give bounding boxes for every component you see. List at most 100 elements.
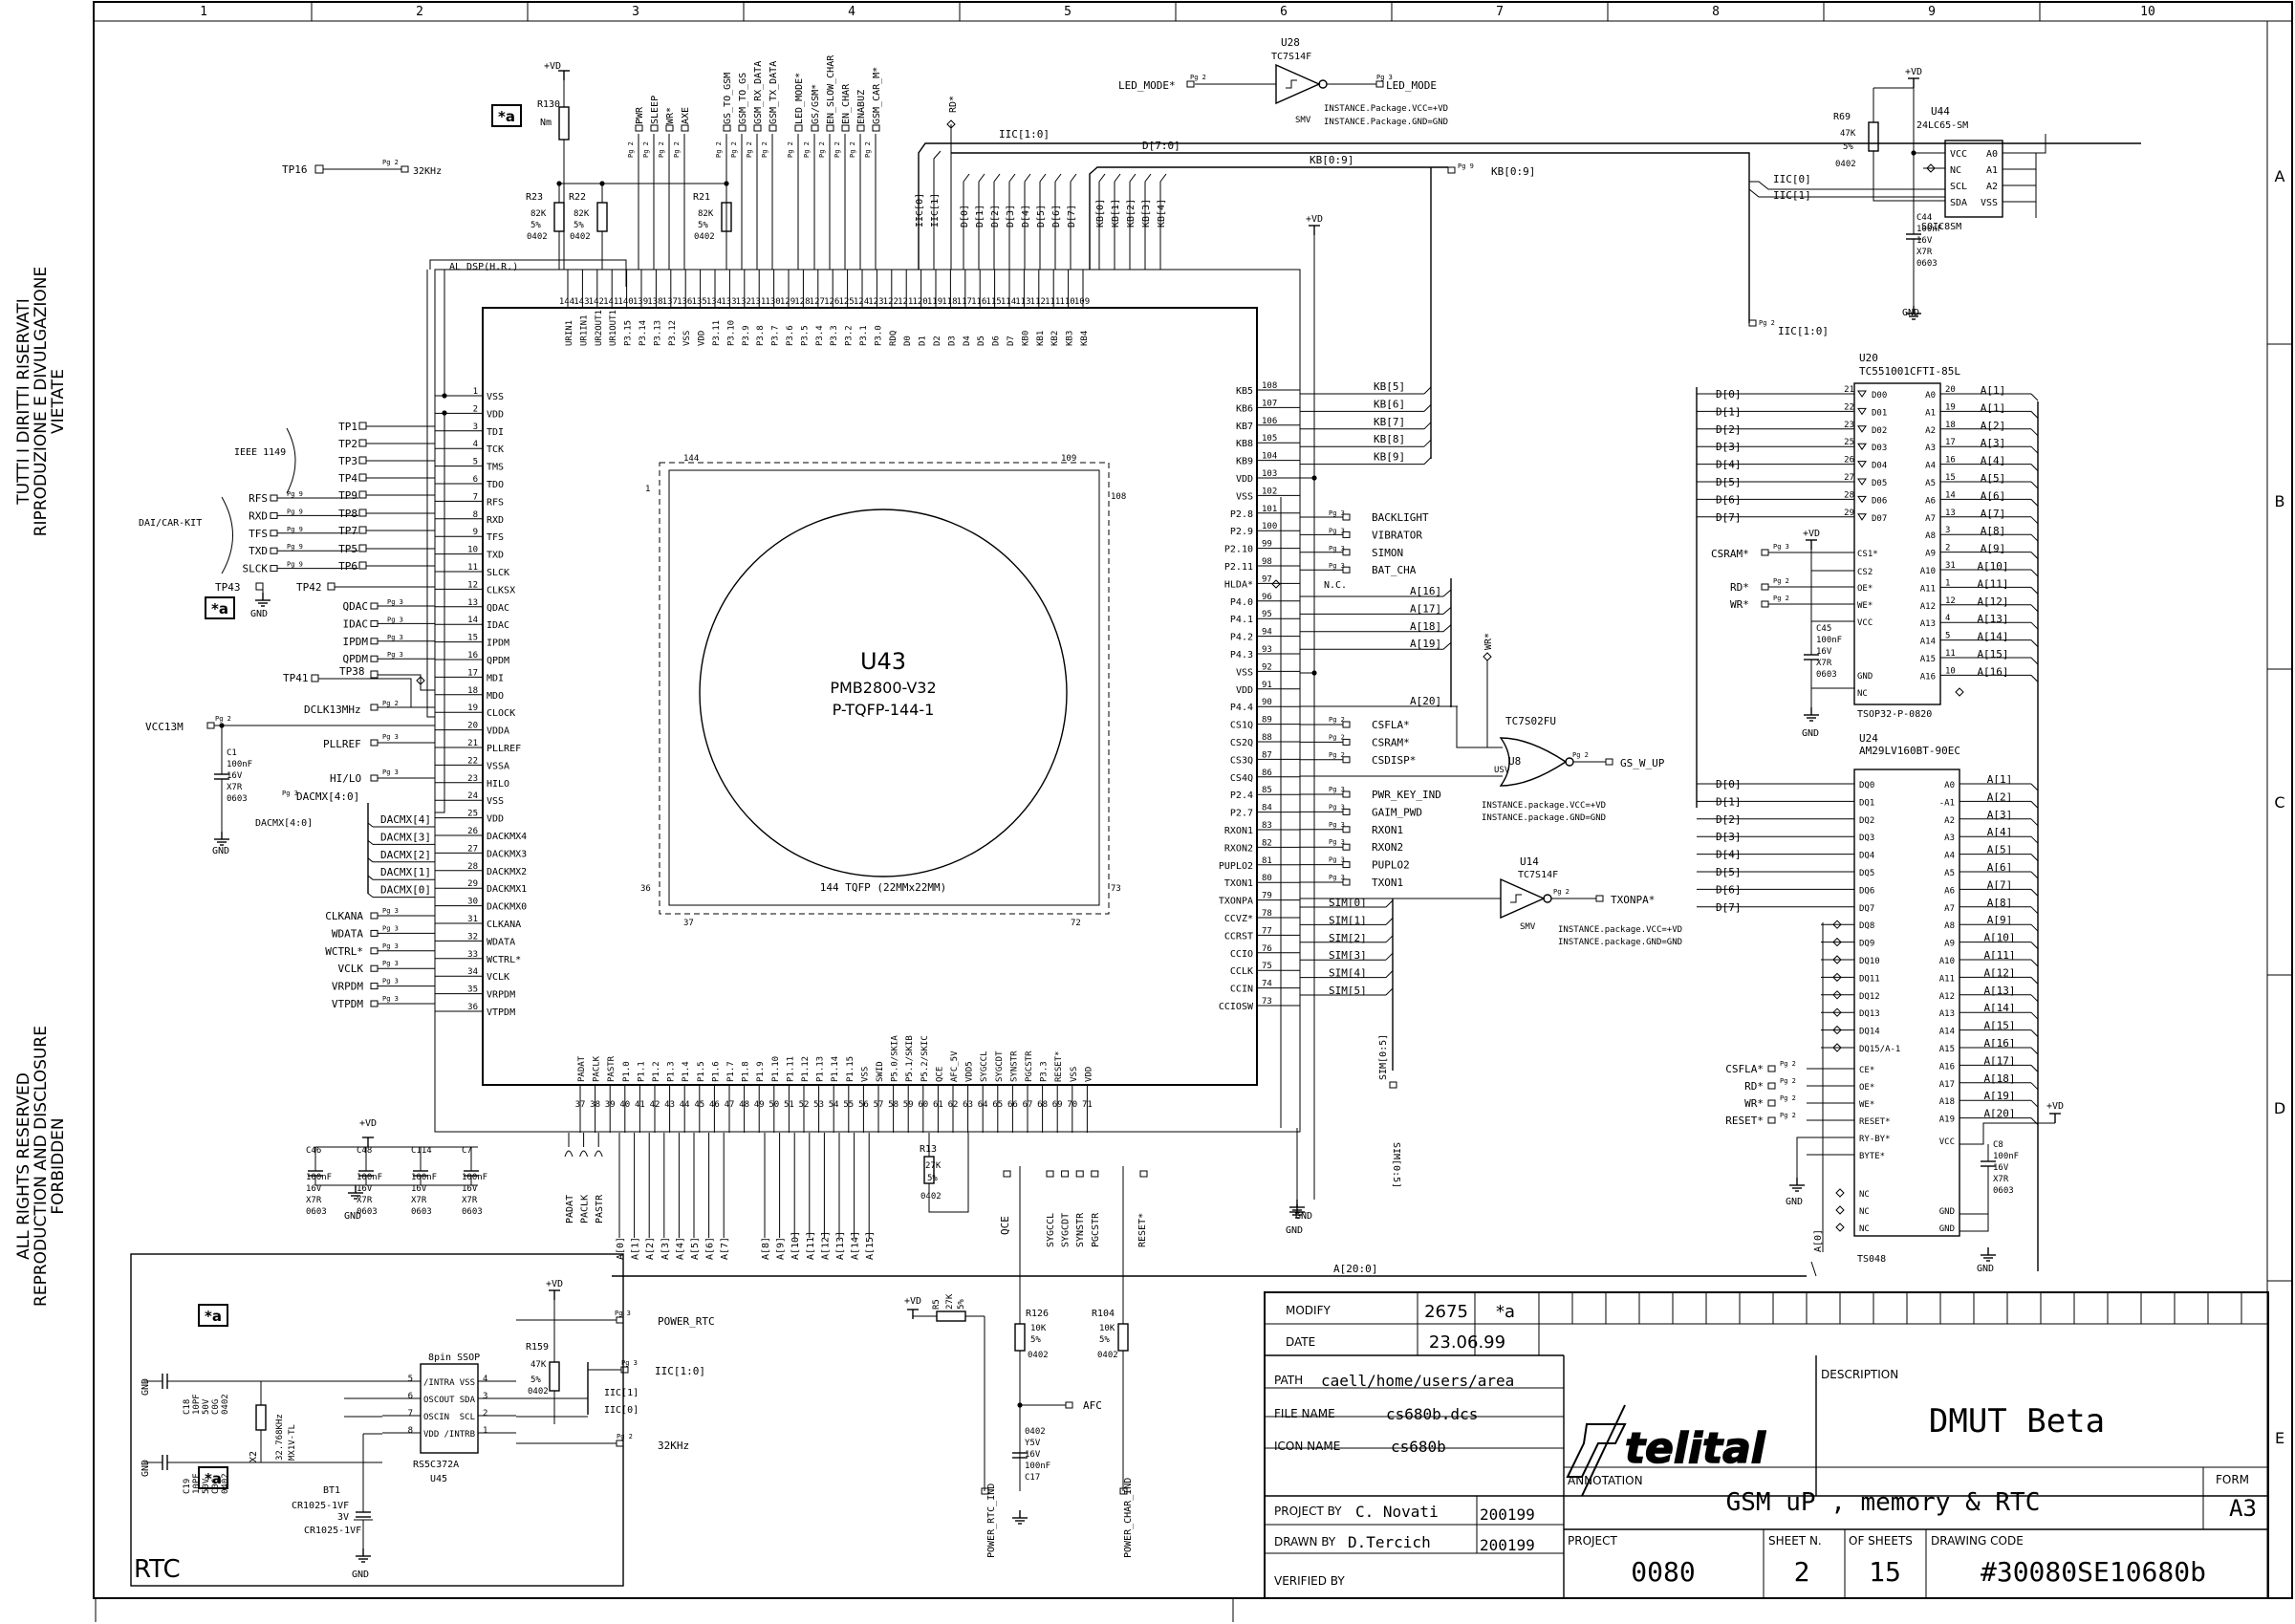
pin-name: D4 <box>963 336 972 346</box>
pin-number: 92 <box>1262 662 1272 672</box>
pin-number: 131 <box>750 297 766 307</box>
label: 100nF <box>1816 636 1842 645</box>
label: PADAT <box>565 1195 575 1223</box>
label: GND <box>141 1378 151 1396</box>
wire <box>1796 1137 1807 1178</box>
pin-name: IPDM <box>487 639 509 649</box>
pin-number: 61 <box>933 1100 943 1110</box>
pin-number: 77 <box>1262 926 1272 936</box>
label: DQ8 <box>1859 921 1874 931</box>
label: VTPDM <box>332 998 363 1010</box>
dai-signal: TFS <box>249 528 268 540</box>
wire <box>1442 607 1452 615</box>
testpoint-icon <box>327 582 336 591</box>
pin-number: 52 <box>799 1100 810 1110</box>
label: 0603 <box>1916 259 1938 269</box>
label: A13 <box>1920 619 1936 629</box>
label: 10PF <box>192 1473 202 1494</box>
pin-number: 73 <box>1262 997 1272 1007</box>
connector-icon <box>270 547 278 554</box>
wire <box>1039 173 1047 183</box>
label: +VD <box>1803 529 1820 539</box>
label: X7R <box>1816 659 1832 668</box>
label: +VD <box>904 1296 921 1307</box>
pin-number: 75 <box>1262 962 1272 971</box>
connector-icon <box>370 912 379 920</box>
wire <box>1423 457 1432 465</box>
label: 100nF <box>1916 225 1942 234</box>
row-marker: A <box>2275 167 2285 185</box>
pin-number: 29 <box>467 879 478 889</box>
resistor-icon <box>936 1310 966 1322</box>
label: A[6] <box>1987 861 2013 874</box>
label: 0402 <box>528 1387 549 1397</box>
page-ref: Pg 3 <box>1329 838 1345 846</box>
label: C. Novati <box>1355 1503 1439 1521</box>
pin-number: 45 <box>694 1100 704 1110</box>
wire <box>1442 641 1452 650</box>
connector-icon <box>1003 1170 1011 1178</box>
label: DQ4 <box>1859 852 1874 861</box>
label: DQ10 <box>1859 957 1880 966</box>
label: AM29LV160BT-90EC <box>1859 745 1960 757</box>
label: A1 <box>1925 408 1936 418</box>
supply-icon <box>1309 225 1320 235</box>
pin-name: DACKMX1 <box>487 884 527 895</box>
pin-name: P4.2 <box>1230 633 1253 643</box>
top-net-label: SLEEP <box>650 96 660 124</box>
wire <box>1300 477 1314 674</box>
connector-icon <box>1075 1170 1084 1178</box>
pin-number: 139 <box>633 297 648 307</box>
pin-number: 27 <box>467 844 478 854</box>
pin-number: 74 <box>1262 980 1272 989</box>
pin-name: VDD <box>698 331 707 346</box>
page-ref: Pg 9 <box>287 543 303 551</box>
pin-number: 47 <box>725 1100 735 1110</box>
pin-number: 71 <box>1082 1100 1093 1110</box>
pin-number: 60 <box>918 1100 928 1110</box>
connector-icon <box>616 1440 624 1447</box>
label: 0402 <box>1097 1351 1118 1360</box>
label: C7 <box>462 1146 472 1156</box>
label: 1 <box>1945 578 1950 588</box>
page-ref: Pg 2 <box>1329 716 1345 724</box>
wire <box>579 1150 589 1158</box>
bus-line-label: D[6] <box>1051 205 1062 227</box>
label: IDAC <box>343 617 369 630</box>
label: A[16] <box>1410 585 1441 597</box>
pin-number: 112 <box>1030 297 1046 307</box>
pin-number: 141 <box>603 297 618 307</box>
label: 100nF <box>1025 1462 1050 1471</box>
label: X7R <box>411 1196 427 1205</box>
pin-number: 78 <box>1262 909 1272 919</box>
label: A11 <box>1920 584 1936 594</box>
tag-box <box>198 1304 228 1327</box>
page-ref: Pg 2 <box>787 141 794 158</box>
label: A4 <box>1944 852 1955 861</box>
page-ref: Pg 3 <box>1329 874 1345 881</box>
label: SIM[3] <box>1329 949 1367 962</box>
label: GND <box>1939 1224 1955 1234</box>
tp-label: TP5 <box>338 543 357 555</box>
page-ref: Pg 9 <box>1458 162 1474 170</box>
tp-label: TP4 <box>338 472 357 485</box>
page-ref: Pg 2 <box>1780 1094 1796 1102</box>
pin-name: D1 <box>919 336 928 346</box>
label: RY-BY* <box>1859 1135 1891 1144</box>
label: RXON2 <box>1372 841 1403 854</box>
pin-name: P1.14 <box>831 1056 840 1082</box>
u14-gate <box>1500 877 1546 920</box>
label: DQ14 <box>1859 1028 1880 1037</box>
pin-name: CS4Q <box>1230 773 1253 784</box>
label: 0603 <box>357 1207 378 1217</box>
label: 0603 <box>462 1207 483 1217</box>
label: DACMX[1] <box>380 866 431 878</box>
label: 3 <box>1945 526 1950 535</box>
label: 24LC65-SM <box>1916 120 1968 131</box>
label: 16V <box>306 1184 322 1194</box>
bus-entry-icon <box>1832 1025 1842 1035</box>
connector-icon <box>1767 1099 1776 1107</box>
label: VCLK <box>338 963 364 975</box>
pin-name: QDAC <box>487 603 509 614</box>
pin-number: 98 <box>1262 557 1272 567</box>
